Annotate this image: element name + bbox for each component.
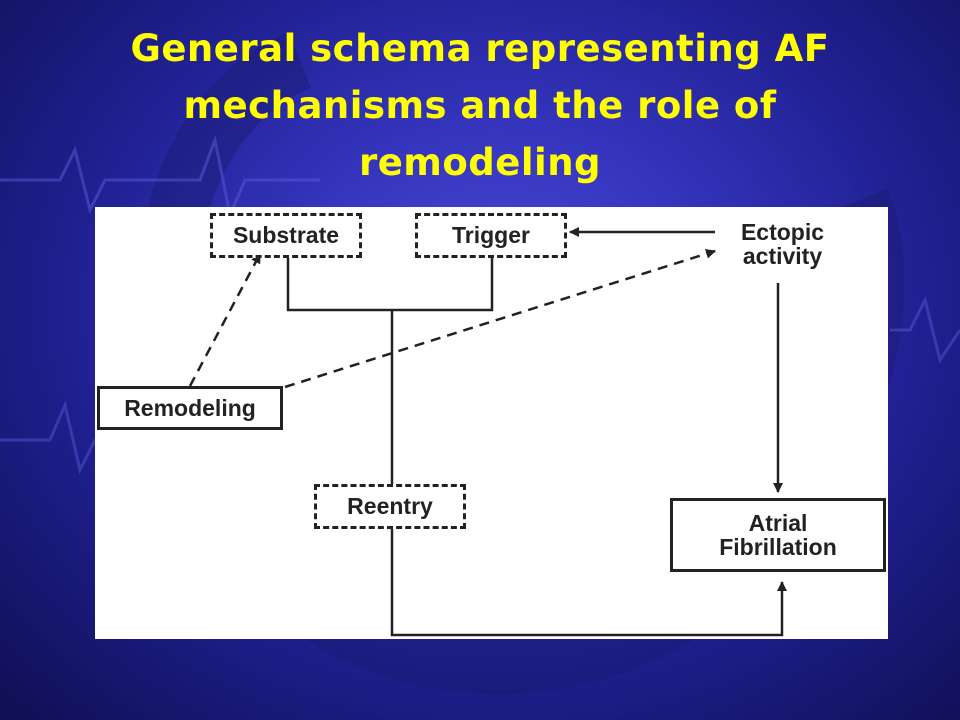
- node-reentry-label: Reentry: [347, 493, 433, 520]
- node-substrate: Substrate: [210, 213, 362, 258]
- diagram-connectors: [188, 227, 787, 637]
- line-substrate-trigger-join: [286, 258, 494, 312]
- node-reentry: Reentry: [314, 484, 466, 529]
- diagram-panel: Substrate Trigger Ectopic activity Remod…: [95, 207, 888, 639]
- node-remodeling-label: Remodeling: [124, 394, 256, 421]
- node-remodeling: Remodeling: [97, 386, 283, 430]
- dashed-arrow-remodeling-to-ectopic: [284, 248, 716, 389]
- ecg-trace-decor-right: [890, 295, 960, 364]
- node-trigger-label: Trigger: [452, 222, 530, 249]
- slide-title: General schema representing AF mechanism…: [130, 27, 830, 184]
- node-af-label-line1: Atrial: [748, 509, 808, 536]
- node-trigger: Trigger: [415, 213, 567, 258]
- node-af-label-line2: Fibrillation: [719, 534, 837, 560]
- node-ectopic-activity: Ectopic activity: [720, 212, 845, 276]
- node-substrate-label: Substrate: [232, 222, 340, 249]
- node-ectopic-label-line1: Ectopic: [740, 218, 825, 245]
- dashed-arrow-remodeling-to-substrate: [188, 253, 262, 387]
- node-ectopic-label-line2: activity: [742, 243, 823, 269]
- node-atrial-fibrillation: Atrial Fibrillation: [670, 498, 886, 572]
- arrow-reentry-to-af: [390, 529, 787, 637]
